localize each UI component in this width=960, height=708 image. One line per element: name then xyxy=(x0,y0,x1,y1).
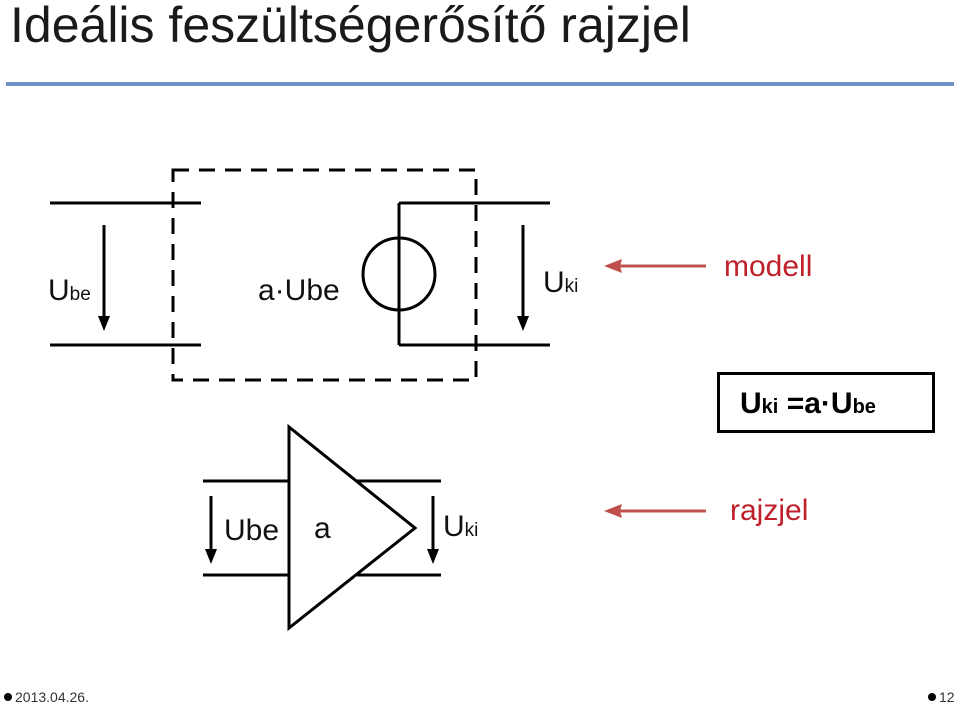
model-input-arrowhead xyxy=(98,316,110,331)
symbol-pointer-arrowhead xyxy=(604,504,622,518)
title-underline xyxy=(6,82,954,86)
bullet-icon xyxy=(4,693,12,701)
symbol-tag: rajzjel xyxy=(730,494,809,527)
symbol-input-label: Ube xyxy=(224,514,280,547)
symbol-output-arrowhead xyxy=(427,549,439,564)
model-dashed-box xyxy=(171,168,478,382)
model-tag: modell xyxy=(724,250,813,283)
source-label: a·Ube xyxy=(258,274,340,307)
model-input-label: Ube xyxy=(48,274,91,307)
footer-page-number: 12 xyxy=(928,690,955,704)
formula-box: Uki =a·Ube xyxy=(717,372,935,433)
footer-date: 2013.04.26. xyxy=(4,690,89,704)
symbol-input-arrowhead xyxy=(205,549,217,564)
model-output-label: Uki xyxy=(543,266,579,299)
symbol-output-label: Uki xyxy=(443,510,479,543)
amplifier-triangle-icon xyxy=(287,423,418,632)
page-title: Ideális feszültségerősítő rajzjel xyxy=(10,0,691,53)
bullet-icon xyxy=(928,693,936,701)
symbol-gain-label: a xyxy=(314,512,331,545)
formula-text: Uki =a·Ube xyxy=(740,387,876,420)
model-pointer-arrowhead xyxy=(604,259,622,273)
model-output-arrowhead xyxy=(517,316,529,331)
